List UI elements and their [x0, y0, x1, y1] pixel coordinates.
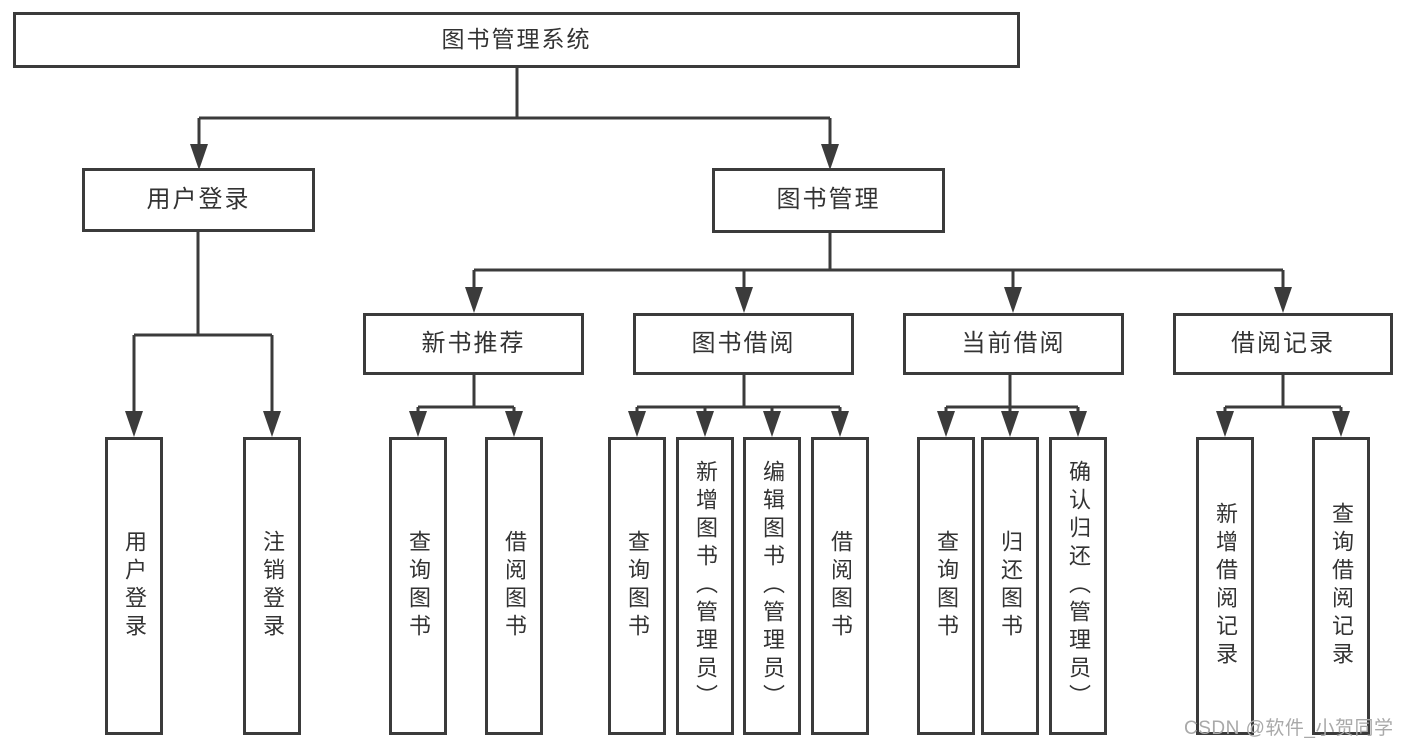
- connector-root-to-level2: [190, 68, 839, 170]
- node-current-borrow: 当前借阅: [903, 313, 1124, 375]
- leaf-add-borrow-record: 新增借阅记录: [1196, 437, 1254, 735]
- node-borrow-record: 借阅记录: [1173, 313, 1393, 375]
- leaf-borrow-book-1: 借阅图书: [485, 437, 543, 735]
- leaf-query-borrow-record: 查询借阅记录: [1312, 437, 1370, 735]
- connector-current-borrow-children: [937, 375, 1087, 437]
- node-book-borrow: 图书借阅: [633, 313, 854, 375]
- leaf-add-book-admin: 新增图书（管理员）: [676, 437, 734, 735]
- connector-book-mgmt-to-level3: [465, 233, 1292, 313]
- connector-user-login-children: [125, 232, 281, 437]
- node-new-book-recommend: 新书推荐: [363, 313, 584, 375]
- csdn-watermark: CSDN @软件_小贺同学: [1184, 718, 1394, 739]
- leaf-query-book-3: 查询图书: [917, 437, 975, 735]
- node-system-root: 图书管理系统: [13, 12, 1020, 68]
- leaf-return-book: 归还图书: [981, 437, 1039, 735]
- leaf-query-book-2: 查询图书: [608, 437, 666, 735]
- leaf-edit-book-admin: 编辑图书（管理员）: [743, 437, 801, 735]
- leaf-confirm-return-admin: 确认归还（管理员）: [1049, 437, 1107, 735]
- leaf-user-login: 用户登录: [105, 437, 163, 735]
- node-book-management: 图书管理: [712, 168, 945, 233]
- connector-borrow-record-children: [1216, 375, 1350, 437]
- leaf-query-book-1: 查询图书: [389, 437, 447, 735]
- leaf-borrow-book-2: 借阅图书: [811, 437, 869, 735]
- node-user-login: 用户登录: [82, 168, 315, 232]
- leaf-logout: 注销登录: [243, 437, 301, 735]
- connector-book-borrow-children: [628, 375, 849, 437]
- connector-new-book-children: [409, 375, 523, 437]
